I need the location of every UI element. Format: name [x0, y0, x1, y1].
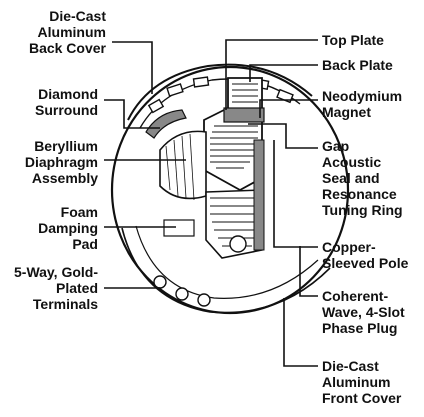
- label-copper-pole: Copper-Sleeved Pole: [322, 239, 408, 271]
- foam-pad-shape: [164, 220, 194, 236]
- label-top-plate: Top Plate: [322, 32, 384, 48]
- top-plate-shape: [224, 108, 264, 122]
- copper-pole-shape: [254, 140, 264, 250]
- label-back-plate: Back Plate: [322, 57, 393, 73]
- front-port: [230, 236, 246, 252]
